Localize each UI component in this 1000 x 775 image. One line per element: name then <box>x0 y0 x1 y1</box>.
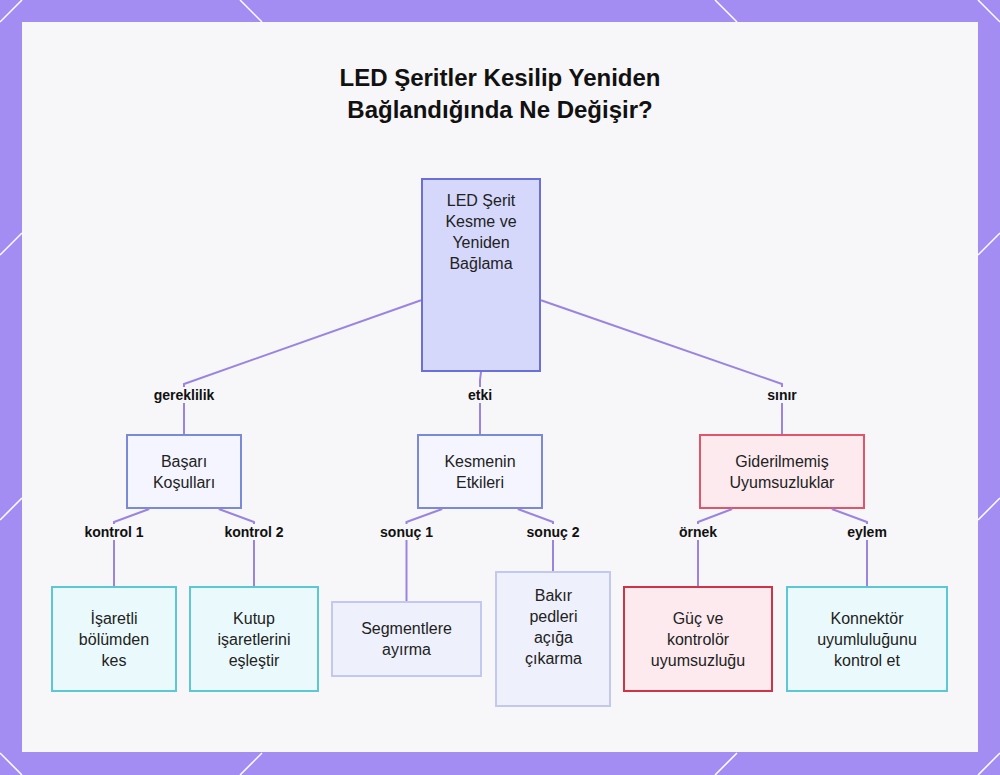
root-box: LED Şerit Kesme ve Yeniden Bağlama <box>421 178 541 372</box>
node-text: Başarı Koşulları <box>138 451 230 493</box>
connector-line <box>698 509 732 586</box>
connector-line <box>832 509 867 586</box>
edge-label: gereklilik <box>151 387 218 403</box>
warning-box: Giderilmemiş Uyumsuzluklar <box>699 434 865 509</box>
edge-label: etki <box>465 387 495 403</box>
connector-line <box>518 509 553 571</box>
connector-line <box>184 300 421 434</box>
action-box: İşaretli bölümden kes <box>51 586 177 692</box>
node-text: Kutup işaretlerini eşleştir <box>203 608 305 671</box>
node-text: Güç ve kontrolör uyumsuzluğu <box>650 608 746 671</box>
effect-box: Bakır pedleri açığa çıkarma <box>495 571 611 707</box>
edge-label: sonuç 1 <box>377 524 436 540</box>
category-box: Başarı Koşulları <box>126 434 242 509</box>
edge-label: örnek <box>676 524 720 540</box>
edge-label: kontrol 1 <box>81 524 146 540</box>
edge-label: sonuç 2 <box>524 524 583 540</box>
category-box: Kesmenin Etkileri <box>417 434 543 509</box>
edge-label: eylem <box>844 524 890 540</box>
node-text: Konnektör uyumluluğunu kontrol et <box>813 608 921 671</box>
node-text: Giderilmemiş Uyumsuzluklar <box>716 451 848 493</box>
warning-box: Güç ve kontrolör uyumsuzluğu <box>623 586 773 692</box>
action-box: Konnektör uyumluluğunu kontrol et <box>786 586 948 692</box>
node-text: Kesmenin Etkileri <box>429 451 531 493</box>
connector-line <box>114 509 149 586</box>
connector-line <box>480 372 481 434</box>
edge-label: sınır <box>764 387 800 403</box>
connector-line <box>219 509 254 586</box>
node-text: İşaretli bölümden kes <box>67 608 161 671</box>
effect-box: Segmentlere ayırma <box>331 601 482 677</box>
connector-line <box>541 300 782 434</box>
node-text: LED Şerit Kesme ve Yeniden Bağlama <box>433 190 529 274</box>
edge-label: kontrol 2 <box>221 524 286 540</box>
node-text: Bakır pedleri açığa çıkarma <box>525 585 582 669</box>
connector-line <box>407 509 443 601</box>
diagram-title: LED Şeritler Kesilip Yeniden Bağlandığın… <box>290 62 710 126</box>
action-box: Kutup işaretlerini eşleştir <box>189 586 319 692</box>
node-text: Segmentlere ayırma <box>353 618 460 660</box>
